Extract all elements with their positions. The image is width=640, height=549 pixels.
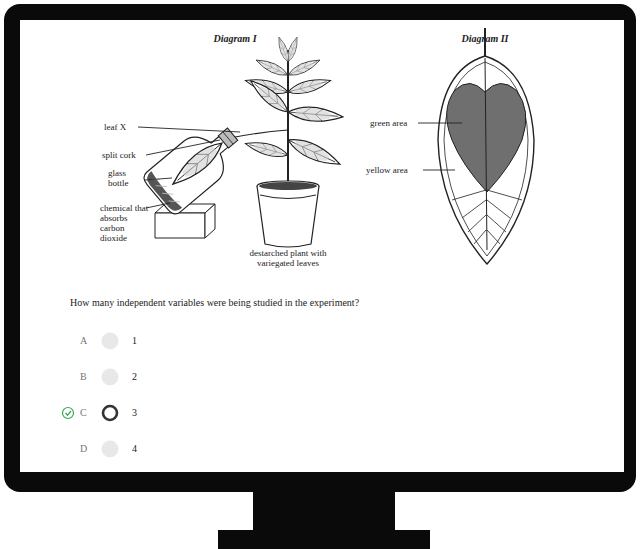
plant-drawing: [230, 36, 343, 247]
screen: [20, 20, 624, 472]
option-letter: A: [80, 335, 92, 347]
question-text: How many independent variables were bein…: [70, 297, 590, 309]
diagram-title: Diagram I: [195, 33, 275, 45]
answer-options: [63, 333, 119, 458]
variegated-leaf: [438, 28, 534, 264]
option-letter: D: [80, 443, 92, 455]
option-letter: B: [80, 371, 92, 383]
monitor-neck: [253, 492, 395, 530]
option-value: 1: [132, 335, 144, 347]
part-label: green area: [370, 118, 418, 128]
part-label: chemical that absorbs carbon dioxide: [100, 203, 150, 243]
part-label: yellow area: [366, 165, 422, 175]
leader-lines: [138, 123, 462, 208]
support-block: [155, 204, 215, 238]
option-letter: C: [80, 407, 92, 419]
monitor-base: [218, 530, 430, 549]
part-label: leaf X: [104, 122, 144, 132]
option-value: 3: [132, 407, 144, 419]
part-label: split cork: [102, 150, 150, 160]
monitor-bezel: [4, 4, 636, 492]
option-value: 2: [132, 371, 144, 383]
part-label: glass bottle: [108, 168, 144, 188]
part-label: destarched plant with variegated leaves: [232, 248, 344, 268]
option-value: 4: [132, 443, 144, 455]
diagram-title: Diagram II: [445, 33, 525, 45]
